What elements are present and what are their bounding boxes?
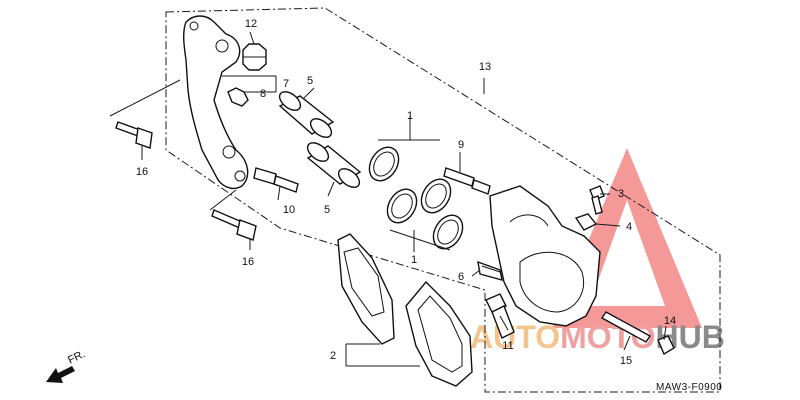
callout-part-12: 12 [245, 18, 257, 30]
piston-seal-set [368, 146, 464, 250]
mounting-bolt-upper [115, 121, 153, 149]
callout-part-1-lower: 1 [411, 254, 417, 266]
callout-part-7: 7 [283, 78, 289, 90]
brake-pad-outer [405, 280, 473, 387]
diagram-code: MAW3-F0900 [656, 382, 722, 393]
pin-boot [242, 43, 267, 71]
callout-part-13: 13 [479, 61, 491, 73]
retainer-clip [227, 87, 249, 107]
callout-part-5-upper: 5 [307, 75, 313, 87]
callout-part-1-upper: 1 [407, 110, 413, 122]
caliper-body [489, 185, 601, 327]
assembly-outline [165, 7, 721, 393]
brake-pad-inner [337, 233, 395, 345]
watermark-word-auto: AUTO [470, 319, 560, 355]
caliper-bracket [183, 15, 249, 190]
front-direction-label: FR. [66, 348, 87, 367]
bleeder-cap [574, 213, 598, 231]
callout-part-4: 4 [626, 221, 632, 233]
slide-pin-upper [443, 167, 491, 195]
slide-pin-lower [253, 167, 299, 193]
callout-part-9: 9 [458, 139, 464, 151]
callout-part-6: 6 [458, 271, 464, 283]
callout-part-10: 10 [283, 204, 295, 216]
callout-part-5-lower: 5 [324, 204, 330, 216]
pad-pin [600, 311, 652, 343]
callout-part-15: 15 [620, 355, 632, 367]
mounting-bolt-lower [211, 209, 257, 241]
piston-upper [278, 91, 335, 138]
callout-part-2: 2 [330, 350, 336, 362]
piston-lower [306, 142, 362, 188]
callout-part-11: 11 [502, 340, 513, 352]
leader-lines [109, 31, 667, 367]
part-callouts: 12 7 8 5 5 1 1 9 10 16 16 13 3 4 6 2 11 … [136, 18, 676, 367]
callout-part-14: 14 [664, 315, 676, 327]
callout-part-3: 3 [618, 188, 624, 200]
callout-part-8: 8 [260, 88, 266, 100]
bleeder-screw [589, 185, 605, 215]
pad-retainer-clip [477, 260, 503, 281]
front-direction-arrow-icon [46, 366, 75, 383]
callout-part-16-lower: 16 [242, 256, 254, 268]
callout-part-16-upper: 16 [136, 166, 148, 178]
